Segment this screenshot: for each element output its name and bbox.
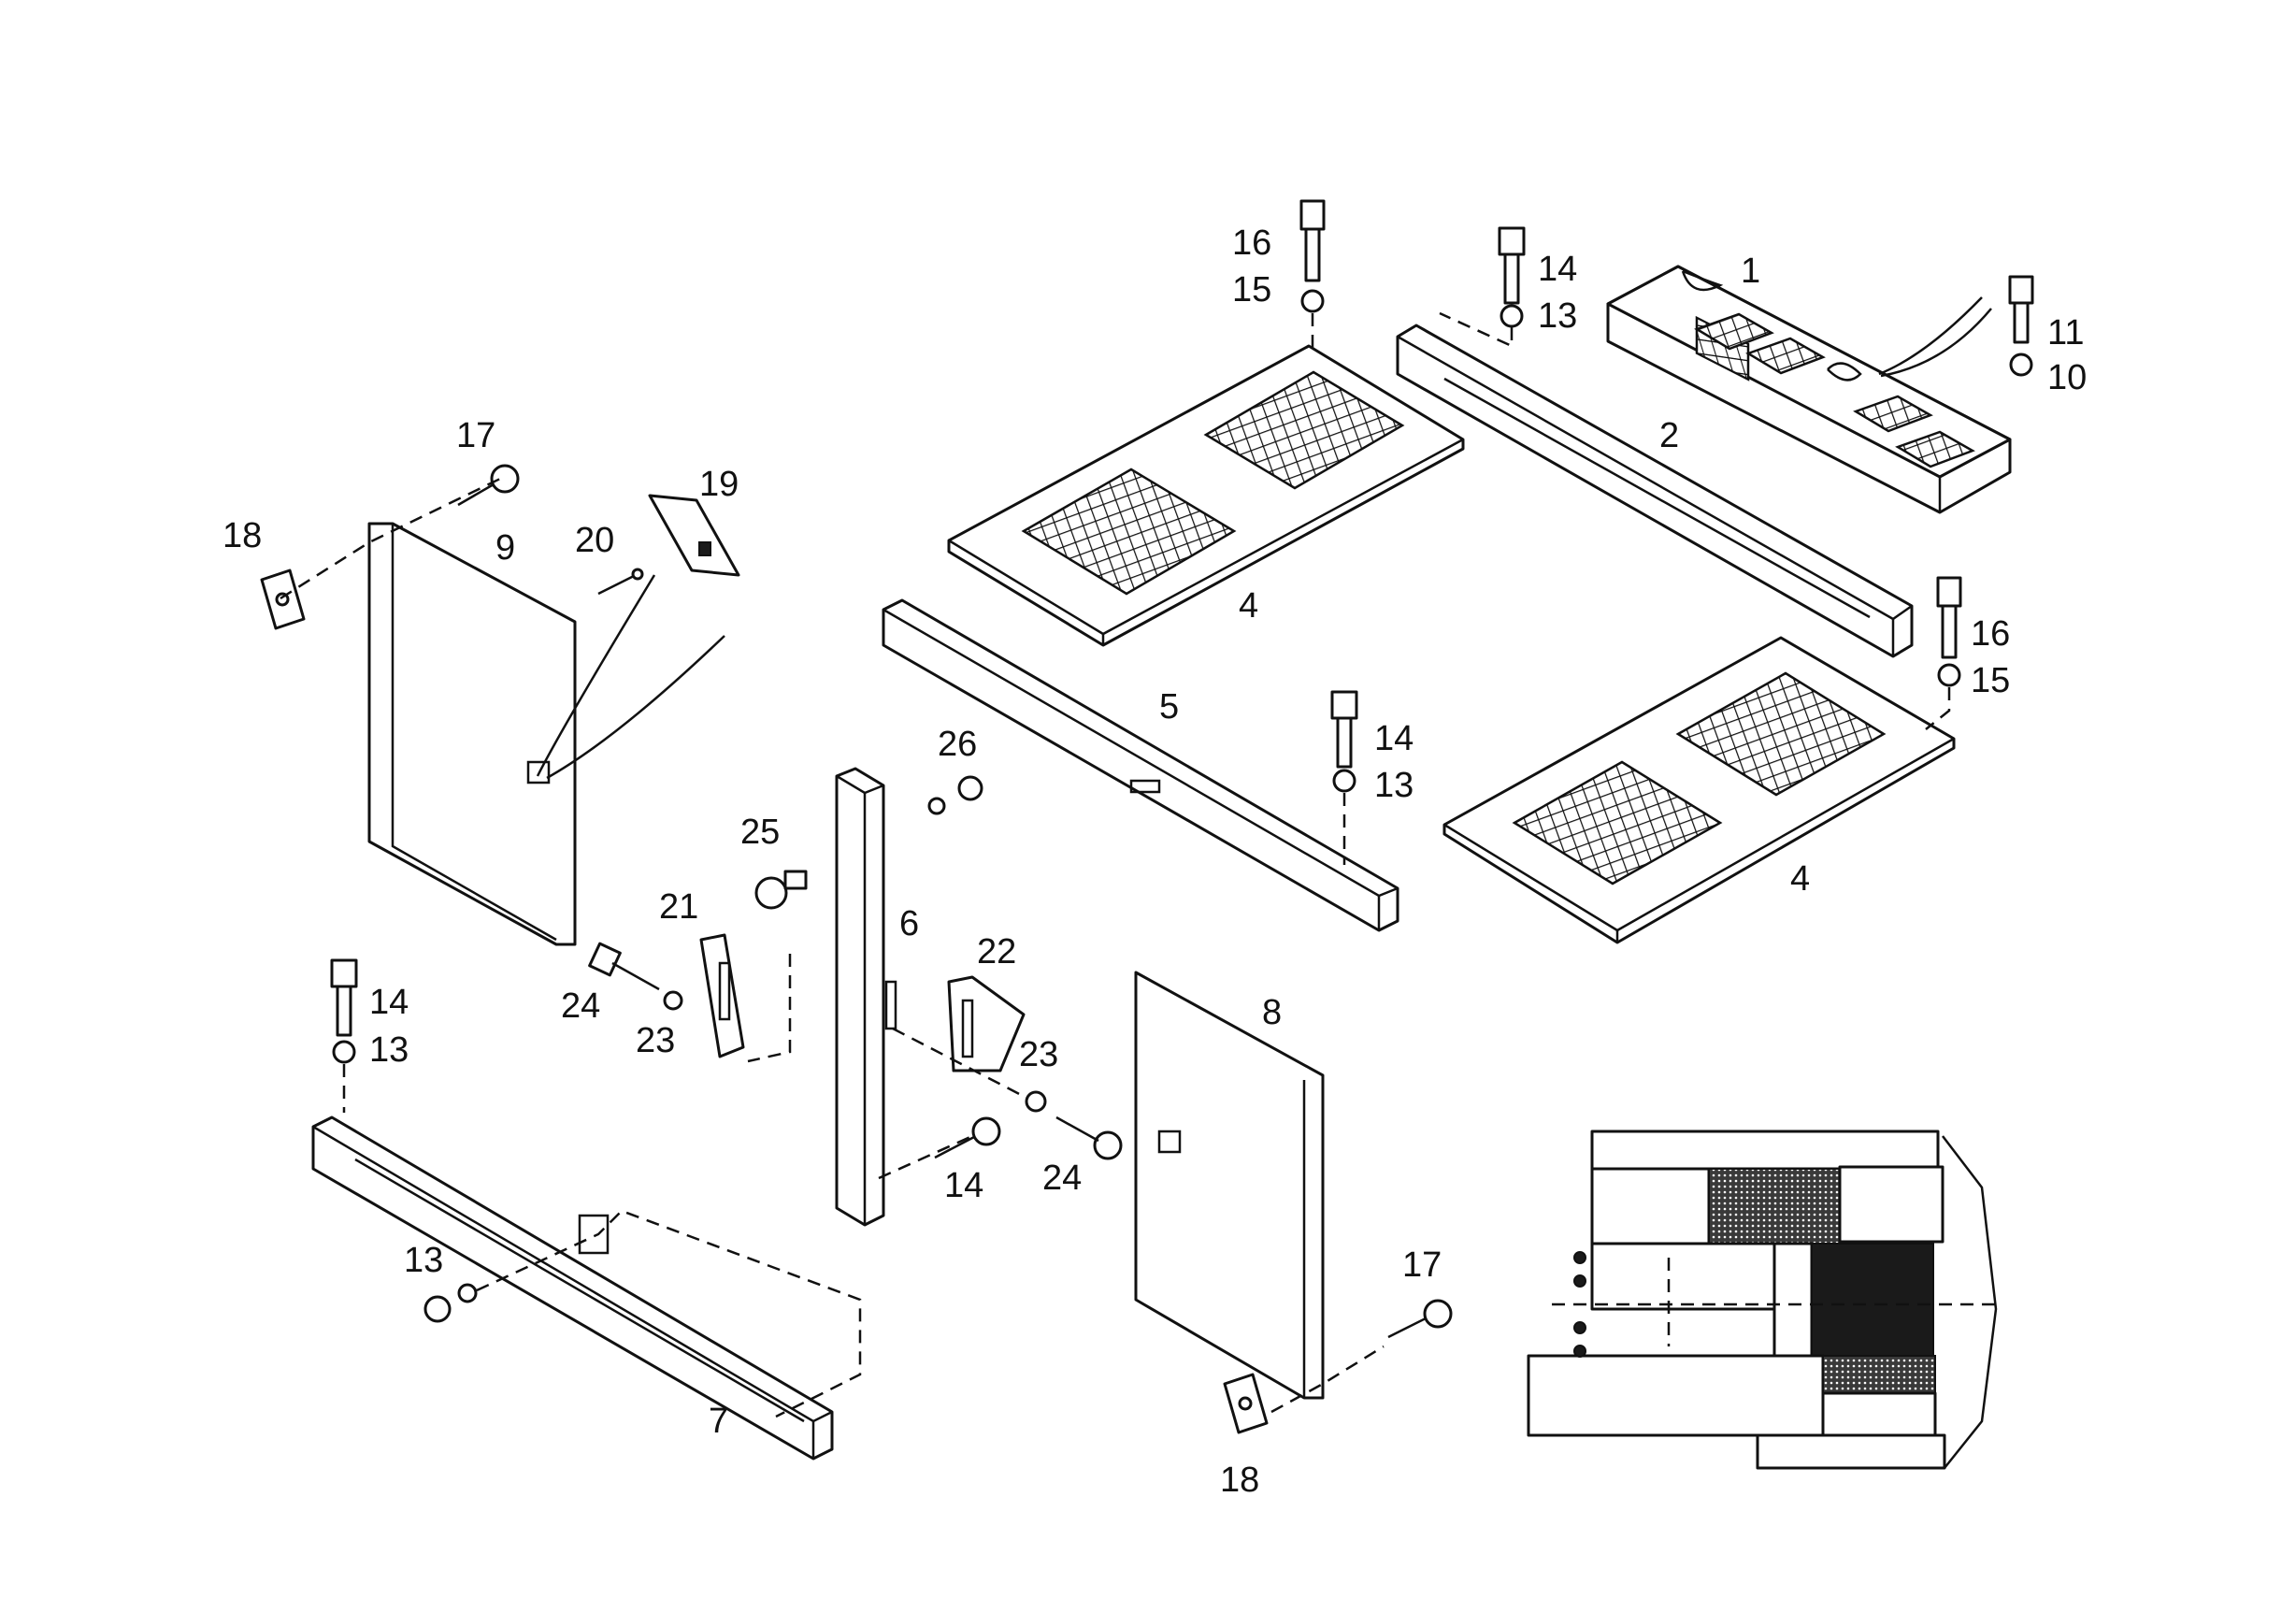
assembly-line [1439, 311, 1514, 348]
assembly-line [1925, 687, 1951, 730]
screw-part-14-left [330, 958, 358, 1064]
callout-14-top: 14 [1538, 250, 1577, 289]
callout-10: 10 [2047, 358, 2087, 397]
screw-part-16-lower [1936, 576, 1962, 687]
square-nut-part-18-right [1223, 1373, 1269, 1434]
rail-part-2 [1396, 324, 1914, 658]
assembled-cabinet-view [1527, 1130, 1998, 1470]
callout-16-right: 16 [1971, 614, 2010, 654]
callout-15-right: 15 [1971, 661, 2010, 700]
knob-part-25 [754, 870, 808, 910]
callout-5: 5 [1159, 687, 1179, 727]
bracket-part-21 [699, 933, 745, 1058]
screw-part-14-bottom [934, 1116, 1001, 1159]
callout-18-right: 18 [1220, 1461, 1259, 1500]
callout-26: 26 [938, 725, 977, 764]
callout-13-bottom: 13 [404, 1241, 443, 1280]
callout-6: 6 [899, 904, 919, 943]
callout-24-right: 24 [1042, 1159, 1082, 1198]
cover-panel-part-4-upper [947, 344, 1465, 647]
callout-17-right: 17 [1402, 1245, 1442, 1285]
callout-11: 11 [2047, 313, 2084, 353]
callout-23-left: 23 [636, 1021, 675, 1060]
callout-21: 21 [659, 887, 698, 927]
callout-9: 9 [495, 528, 515, 568]
callout-4-lower: 4 [1790, 859, 1810, 899]
cross-beam-part-5 [882, 598, 1399, 932]
callout-13-mid: 13 [1374, 766, 1413, 805]
callout-24-left: 24 [561, 986, 600, 1026]
callout-19: 19 [699, 465, 739, 504]
callout-7: 7 [709, 1402, 728, 1441]
screw-part-14-mid [1330, 690, 1358, 793]
screw-part-24-left [588, 942, 683, 1011]
callout-20: 20 [575, 521, 614, 560]
screw-part-16-upper [1299, 199, 1326, 313]
screw-part-24-right [1025, 1090, 1123, 1160]
callout-14-mid: 14 [1374, 719, 1413, 758]
callout-2: 2 [1659, 416, 1679, 455]
nut-part-26 [927, 775, 983, 815]
callout-23-right: 23 [1019, 1035, 1058, 1074]
screw-part-17-right [1387, 1299, 1453, 1339]
side-door-part-9 [367, 522, 577, 946]
screw-part-14-upper [1498, 226, 1526, 328]
cover-panel-part-4-lower [1442, 636, 1956, 944]
callout-13-top: 13 [1538, 296, 1577, 336]
nut-part-13-bottom [423, 1283, 478, 1323]
callout-18-left: 18 [222, 516, 262, 555]
upright-post-part-6 [835, 767, 897, 1227]
callout-4-upper: 4 [1239, 586, 1258, 626]
callout-15-top: 15 [1232, 270, 1271, 309]
side-door-part-8 [1134, 971, 1325, 1400]
callout-1: 1 [1741, 252, 1760, 291]
bottom-rail-part-7 [311, 1115, 834, 1461]
leader-line-19 [536, 574, 725, 780]
callout-14-left: 14 [369, 983, 409, 1022]
assembly-line [878, 1134, 973, 1180]
top-cover-part-1 [1606, 265, 2012, 514]
assembly-line [892, 1027, 1029, 1101]
screw-part-11 [2008, 275, 2034, 377]
leader-line-10-11 [1878, 296, 1992, 378]
assembly-line [280, 477, 501, 600]
callout-22: 22 [977, 932, 1016, 972]
assembly-line [476, 1209, 862, 1418]
assembly-line [747, 954, 792, 1063]
callout-8: 8 [1262, 993, 1282, 1032]
pin-part-20 [597, 568, 644, 596]
callout-17-left: 17 [456, 416, 495, 455]
callout-25: 25 [740, 813, 780, 852]
bracket-part-22 [947, 975, 1026, 1072]
latch-plate-part-19 [648, 494, 740, 577]
callout-14-bottom: 14 [944, 1166, 983, 1205]
callout-16-top: 16 [1232, 223, 1271, 263]
callout-13-left: 13 [369, 1030, 409, 1070]
screw-part-17-left [457, 464, 520, 507]
square-nut-part-18-left [260, 569, 306, 630]
